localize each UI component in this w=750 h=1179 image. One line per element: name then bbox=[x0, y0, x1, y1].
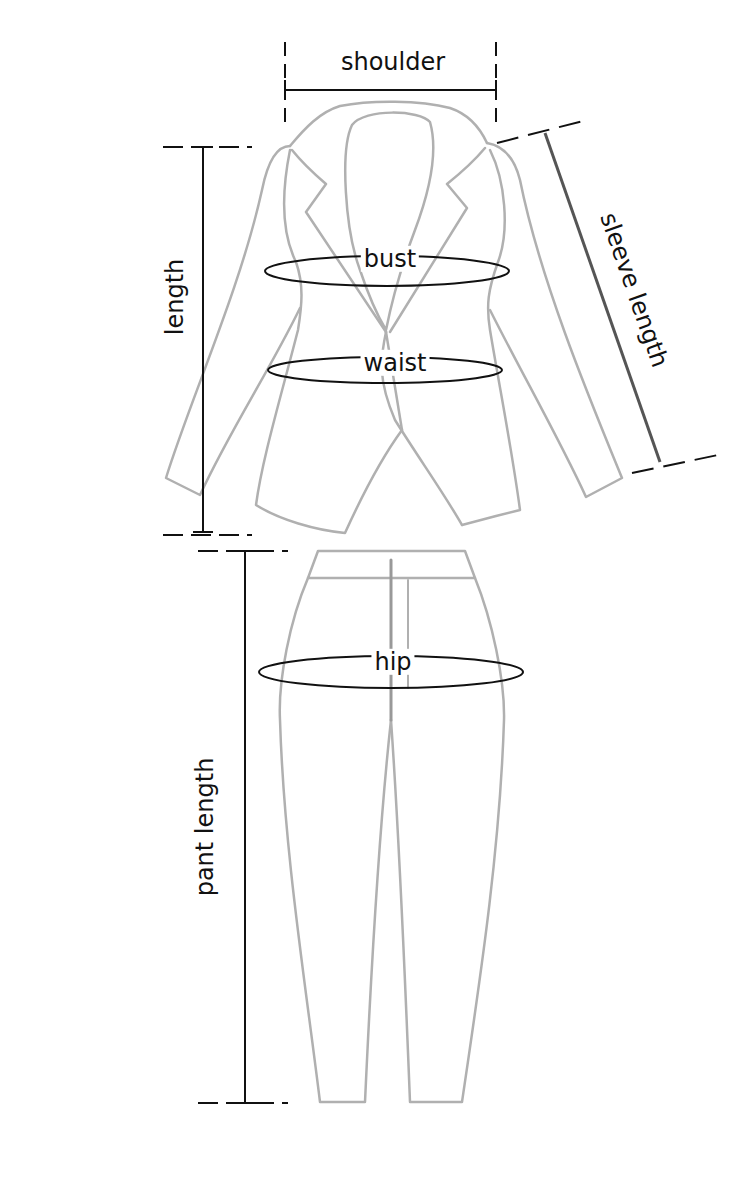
measure-label: pant length bbox=[192, 755, 218, 900]
measure-label: waist bbox=[361, 350, 430, 376]
dimension-lines bbox=[163, 42, 718, 1103]
measure-label: length bbox=[162, 256, 188, 339]
pants-outline bbox=[280, 551, 504, 1102]
measure-label: hip bbox=[371, 649, 414, 675]
jacket-outline bbox=[166, 102, 622, 533]
measure-label: bust bbox=[361, 246, 419, 272]
measure-label: shoulder bbox=[338, 49, 448, 75]
measure-label: sleeve length bbox=[594, 206, 674, 373]
